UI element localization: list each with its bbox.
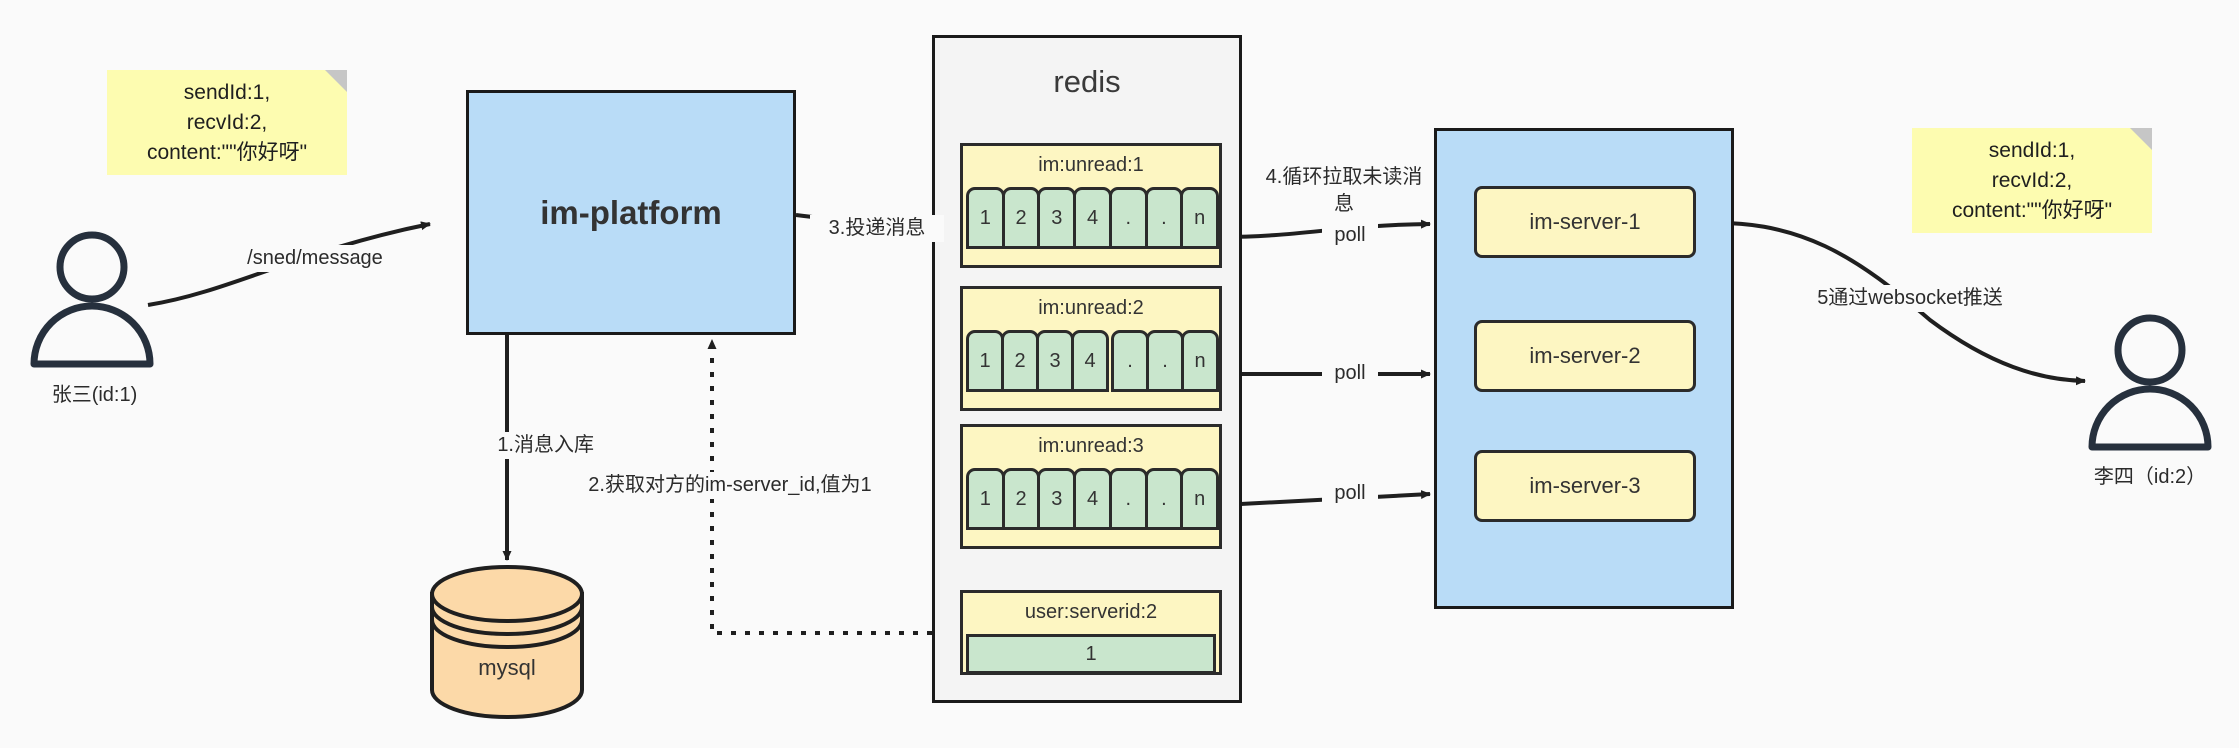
redis-key-group-user-serverid: user:serverid:2 1 [960, 590, 1222, 675]
note-right-text: sendId:1, recvId:2, content:""你好呀" [1951, 138, 2113, 222]
redis-title: redis [1053, 64, 1121, 99]
edge-label-step3: 3.投递消息 [810, 215, 944, 242]
im-server-3-box[interactable]: im-server-3 [1474, 450, 1696, 522]
redis-key-group-unread-3: im:unread:3 1 2 3 4 . . n [960, 424, 1222, 549]
edge-label-send-message: /sned/message [228, 245, 402, 272]
redis-cell: 4 [1073, 468, 1112, 530]
redis-key-label: im:unread:2 [963, 289, 1219, 327]
note-fold-corner-icon [325, 70, 347, 92]
redis-cell: 1 [966, 468, 1005, 530]
redis-key-label: im:unread:1 [963, 146, 1219, 184]
redis-cell: 2 [1001, 330, 1039, 392]
edge-label-step2: 2.获取对方的im-server_id,值为1 [578, 472, 882, 499]
edge-label-step1: 1.消息入库 [452, 432, 596, 459]
redis-cell: n [1181, 330, 1219, 392]
sender-avatar-icon [30, 231, 154, 368]
redis-cell: . [1108, 468, 1148, 530]
im-server-2-box[interactable]: im-server-2 [1474, 320, 1696, 392]
edge-label-step4: 4.循环拉取未读消 息 [1256, 164, 1432, 218]
receiver-avatar-icon [2088, 314, 2212, 451]
redis-cell: 4 [1071, 330, 1109, 392]
note-left-message: sendId:1, recvId:2, content:""你好呀" [107, 70, 347, 175]
receiver-label: 李四（id:2） [2093, 466, 2207, 488]
mysql-label: mysql [478, 655, 536, 680]
mysql-cylinder-icon [430, 565, 584, 719]
redis-cell: 2 [1001, 187, 1041, 249]
edge-label-poll-3: poll [1322, 480, 1378, 507]
redis-key-group-unread-1: im:unread:1 1 2 3 4 . . n [960, 143, 1222, 268]
redis-cell-row: 1 2 3 4 . . n [966, 330, 1219, 392]
edge-label-poll-1: poll [1322, 222, 1378, 249]
edge-label-step5: 5通过websocket推送 [1784, 285, 2036, 312]
redis-cell: . [1108, 187, 1148, 249]
redis-cell: 1 [966, 187, 1005, 249]
redis-cell: 3 [1036, 330, 1074, 392]
edge-label-poll-2: poll [1322, 360, 1378, 387]
im-platform-box[interactable]: im-platform [466, 90, 796, 335]
im-server-3-label: im-server-3 [1529, 473, 1641, 498]
im-server-1-label: im-server-1 [1529, 209, 1641, 234]
redis-cell: n [1180, 468, 1220, 530]
im-server-1-box[interactable]: im-server-1 [1474, 186, 1696, 258]
note-fold-corner-icon [2130, 128, 2152, 150]
note-left-text: sendId:1, recvId:2, content:""你好呀" [146, 80, 308, 164]
redis-cell: . [1144, 468, 1184, 530]
redis-cell: 3 [1037, 468, 1077, 530]
redis-cell: 3 [1037, 187, 1077, 249]
redis-serverid-value: 1 [966, 634, 1216, 674]
redis-key-group-unread-2: im:unread:2 1 2 3 4 . . n [960, 286, 1222, 411]
redis-cell-row: 1 2 3 4 . . n [966, 468, 1220, 530]
redis-cell: 4 [1073, 187, 1112, 249]
note-right-message: sendId:1, recvId:2, content:""你好呀" [1912, 128, 2152, 233]
redis-cell-row: 1 2 3 4 . . n [966, 187, 1220, 249]
redis-cell: n [1180, 187, 1220, 249]
redis-cell: . [1146, 330, 1184, 392]
redis-cell: . [1111, 330, 1149, 392]
redis-key-label: user:serverid:2 [963, 593, 1219, 631]
redis-key-label: im:unread:3 [963, 427, 1219, 465]
sender-label: 张三(id:1) [51, 384, 138, 406]
im-platform-label: im-platform [540, 193, 722, 231]
im-server-2-label: im-server-2 [1529, 343, 1641, 368]
redis-cell: . [1144, 187, 1184, 249]
redis-cell: 2 [1001, 468, 1041, 530]
redis-cell: 1 [966, 330, 1004, 392]
